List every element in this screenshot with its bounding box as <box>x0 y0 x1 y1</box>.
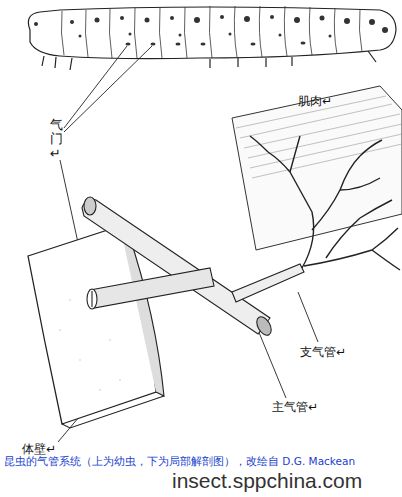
part-label: 气门↵ <box>50 118 63 161</box>
part-label: 主气管↵ <box>272 400 318 414</box>
caption: 昆虫的气管系统（上为幼虫，下为局部解剖图），改绘自 D.G. Mackean <box>4 455 355 468</box>
larva <box>28 6 396 70</box>
part-label: 支气管↵ <box>300 345 346 359</box>
muscle <box>232 86 402 250</box>
trachea <box>82 136 400 338</box>
part-label: 肌肉↵ <box>298 94 332 108</box>
watermark: insect.sppchina.com <box>172 468 362 493</box>
part-label: 体壁↵ <box>22 442 56 456</box>
